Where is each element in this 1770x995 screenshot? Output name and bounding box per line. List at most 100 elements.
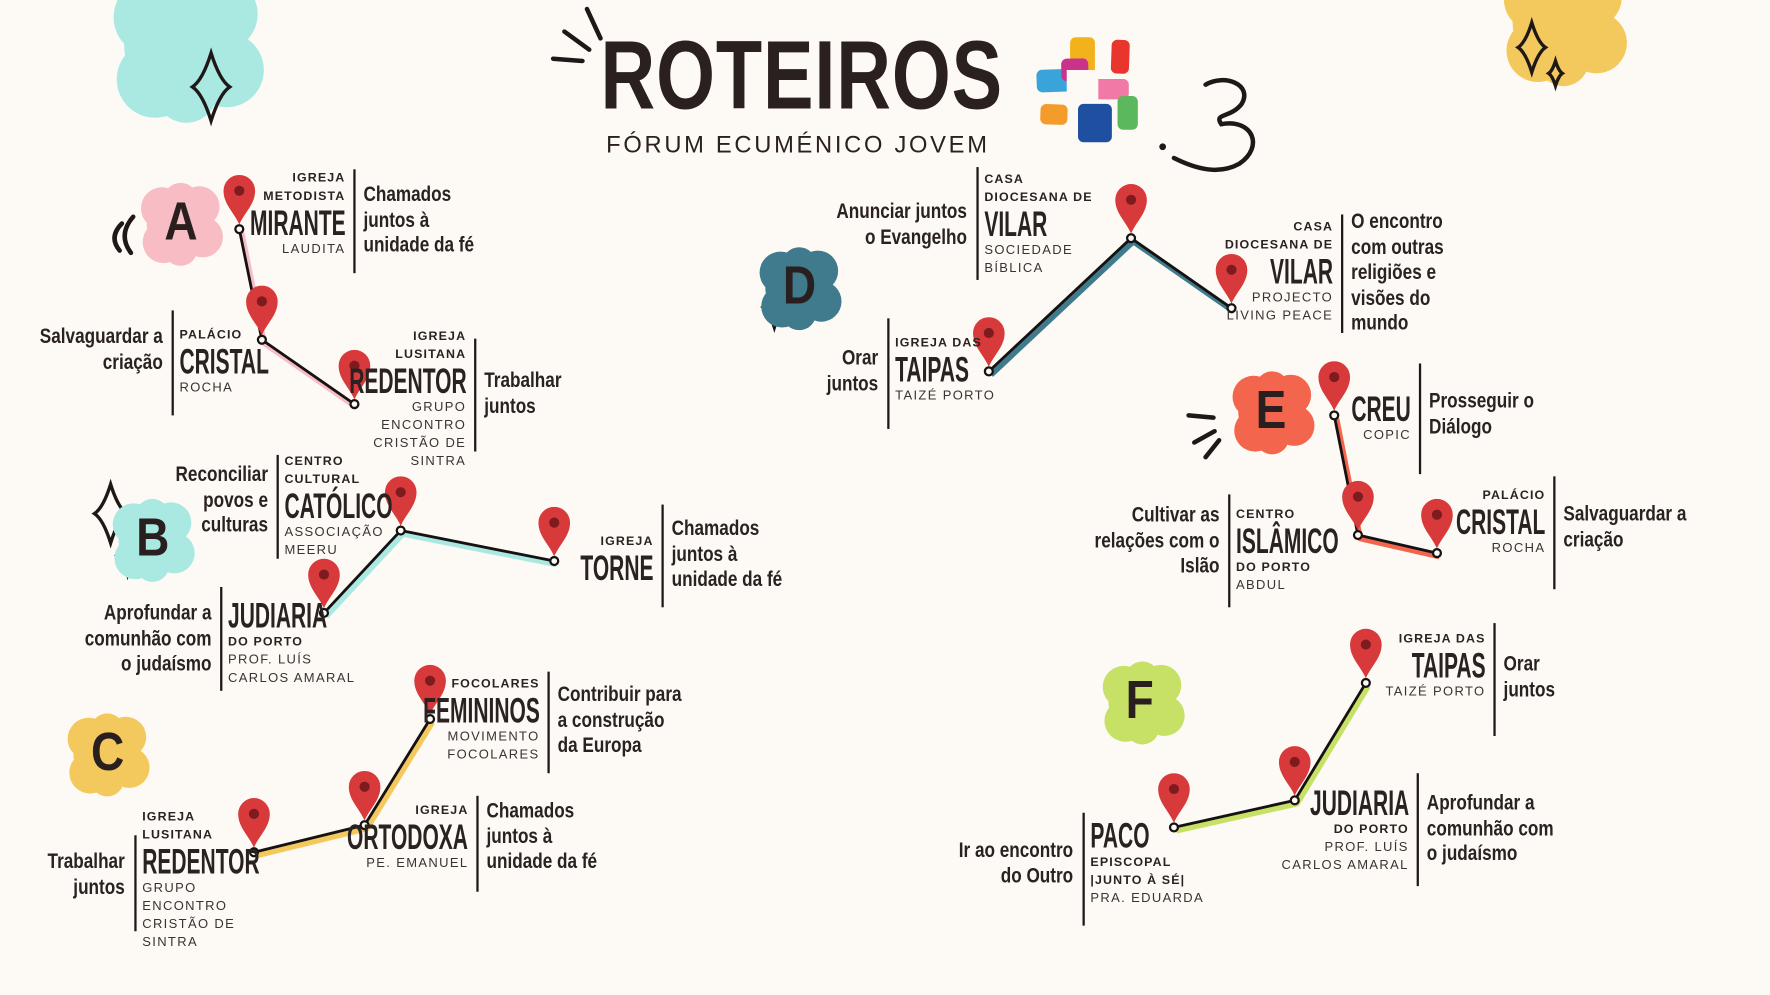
theme-line: unidade da fé — [486, 849, 598, 874]
route-letter-badge — [140, 182, 223, 266]
stop-name: CRISTAL — [179, 342, 269, 382]
stop-name-suffix: EPISCOPAL — [1090, 855, 1172, 870]
stop-name-suffix: DO PORTO — [1333, 822, 1409, 837]
map-pin-icon[interactable] — [348, 770, 381, 831]
stop-type-label: IGREJA — [415, 803, 469, 818]
map-pin-icon[interactable] — [1278, 746, 1311, 806]
divider-line — [134, 835, 137, 932]
divider-line — [1416, 773, 1419, 887]
route-letter-badge — [67, 713, 150, 797]
stop-type-label: CENTRO — [284, 454, 344, 469]
stop-type-label: IGREJA — [413, 329, 467, 344]
theme-line: criação — [1563, 527, 1624, 552]
stop-host-organization: GRUPO — [411, 400, 467, 415]
map-pin-icon[interactable] — [1158, 773, 1190, 833]
stop-host-organization: PRA. EDUARDA — [1090, 891, 1205, 906]
stop-host-organization: FOCOLARES — [447, 748, 540, 762]
theme-line: Orar — [841, 346, 879, 371]
divider-line — [353, 169, 356, 274]
map-pin-icon[interactable] — [1115, 183, 1147, 244]
stop-host-organization: CRISTÃO DE — [142, 917, 236, 932]
theme-line: do Outro — [1001, 864, 1074, 888]
stop-name-suffix: |JUNTO À SÉ| — [1090, 873, 1186, 888]
map-pin-icon[interactable] — [246, 285, 278, 345]
map-pin-icon[interactable] — [308, 558, 340, 619]
theme-line: o Evangelho — [865, 225, 968, 249]
sparkle-icon — [189, 47, 233, 127]
map-pin-icon[interactable] — [1318, 361, 1351, 421]
divider-line — [476, 795, 479, 892]
stop-name-suffix: DO PORTO — [1236, 561, 1312, 575]
stop-host-organization: BÍBLICA — [984, 261, 1044, 276]
stop-name: REDENTOR — [142, 842, 260, 882]
stop-host-organization: GRUPO — [142, 881, 197, 896]
stop-name: PACO — [1090, 816, 1150, 856]
theme-line: culturas — [200, 513, 268, 538]
theme-line: Chamados — [363, 182, 452, 207]
theme-line: comunhão com — [84, 627, 212, 651]
stop-name: FEMININOS — [422, 690, 540, 731]
stop-type-label: DIOCESANA DE — [1224, 238, 1334, 252]
stop-host-organization: ABDUL — [1236, 579, 1287, 593]
stop-host-organization: SOCIEDADE — [984, 243, 1073, 258]
forum-logo-cross-icon — [1036, 37, 1138, 143]
route-letter: C — [90, 722, 125, 783]
stop-type-label: LUSITANA — [395, 347, 467, 362]
stop-host-organization: CRISTÃO DE — [373, 436, 467, 451]
map-pin-icon[interactable] — [223, 174, 256, 235]
route-letter-badge — [1232, 371, 1315, 455]
theme-line: povos e — [202, 488, 268, 512]
stop-name: TORNE — [580, 548, 654, 589]
stop-host-organization: CARLOS AMARAL — [1281, 859, 1409, 873]
divider-line — [1082, 812, 1085, 926]
divider-line — [976, 167, 979, 280]
map-pin-icon[interactable] — [414, 664, 446, 725]
map-pin-icon[interactable] — [538, 506, 571, 567]
theme-line: Reconciliar — [175, 462, 268, 487]
theme-line: a construção — [557, 708, 665, 733]
stop-name: REDENTOR — [348, 361, 467, 401]
theme-line: Salvaguardar a — [1563, 502, 1687, 527]
stop-host-organization: PROJECTO — [1251, 291, 1334, 305]
theme-line: juntos à — [486, 824, 553, 849]
theme-line: Ir ao encontro — [959, 838, 1074, 863]
theme-line: Cultivar as — [1131, 503, 1220, 528]
map-pin-icon[interactable] — [1215, 253, 1248, 314]
motion-lines-icon — [112, 214, 136, 256]
stop-name: MIRANTE — [249, 203, 346, 243]
map-pin-icon[interactable] — [973, 317, 1005, 377]
stop-type-label: CULTURAL — [284, 472, 361, 487]
stop-type-label: IGREJA — [142, 810, 196, 825]
theme-line: Salvaguardar a — [39, 325, 163, 349]
map-pin-icon[interactable] — [384, 476, 417, 536]
map-pin-icon[interactable] — [1350, 628, 1382, 689]
map-pin-icon[interactable] — [1421, 498, 1453, 559]
theme-line: juntos — [1503, 677, 1556, 702]
theme-line: mundo — [1351, 311, 1409, 336]
stop-host-organization: ROCHA — [179, 381, 234, 396]
route-letter-badge — [1102, 661, 1185, 745]
stop-host-organization: LIVING PEACE — [1226, 309, 1334, 323]
theme-line: Chamados — [671, 516, 760, 541]
map-pin-icon[interactable] — [338, 349, 371, 410]
map-pin-icon[interactable] — [238, 798, 270, 858]
stop-type-label: IGREJA — [600, 535, 654, 549]
theme-line: juntos à — [671, 542, 738, 567]
map-pin-icon[interactable] — [1342, 480, 1374, 541]
stop-type-label: IGREJA DAS — [1398, 632, 1486, 646]
